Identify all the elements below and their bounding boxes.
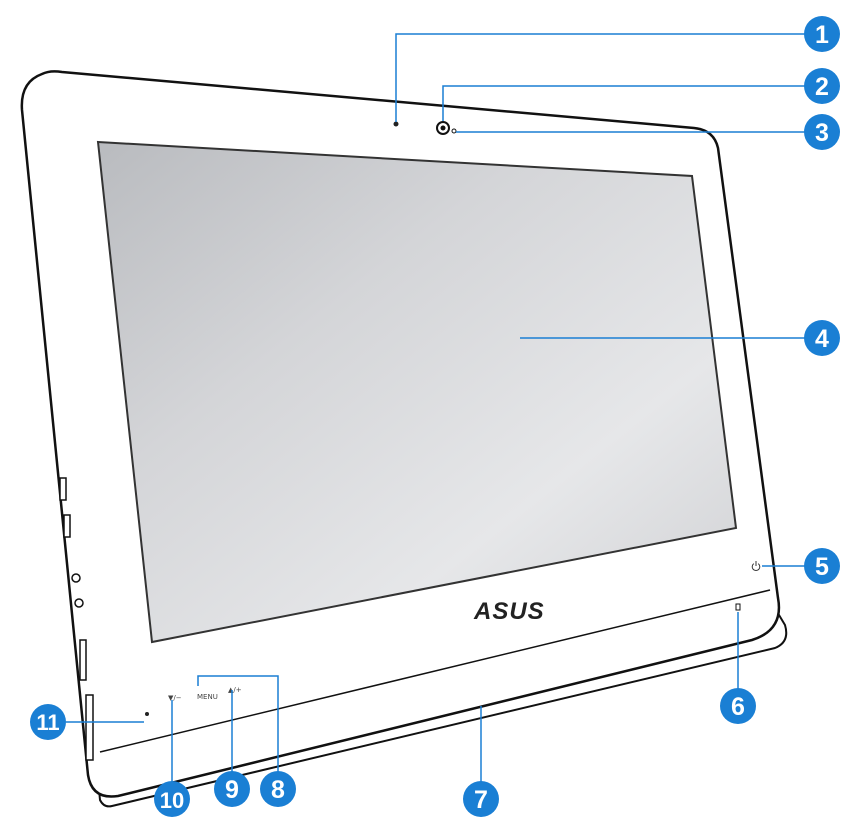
side-ports: [59, 477, 94, 761]
svg-text:10: 10: [160, 788, 184, 813]
leader-lines: [66, 33, 806, 782]
svg-text:1: 1: [815, 21, 829, 49]
power-icon[interactable]: [751, 561, 761, 571]
svg-text:2: 2: [815, 73, 829, 101]
webcam-led: [451, 128, 457, 134]
callout-11: 11: [30, 704, 66, 740]
leader-line-2: [442, 85, 806, 121]
svg-text:3: 3: [815, 119, 829, 147]
callout-1: 1: [804, 16, 840, 52]
svg-text:5: 5: [815, 553, 829, 581]
hdd-led: [735, 603, 741, 611]
callout-10: 10: [154, 781, 190, 817]
svg-text:4: 4: [815, 325, 829, 353]
card-reader-led: [145, 712, 149, 716]
brand-logo: ASUS: [473, 598, 545, 625]
svg-text:8: 8: [271, 776, 285, 804]
svg-text:6: 6: [731, 693, 745, 721]
webcam-lens: [440, 125, 446, 131]
microphone-dot: [393, 121, 399, 127]
callout-4: 4: [804, 320, 840, 356]
callout-8: 8: [260, 771, 296, 807]
display-screen: [96, 140, 738, 644]
leader-line-8: [197, 675, 279, 772]
leader-line-1: [395, 33, 806, 122]
svg-text:11: 11: [36, 710, 59, 735]
callout-markers: 1 2 3 4 5 6 7 8: [30, 16, 840, 817]
callout-6: 6: [720, 688, 756, 724]
up-plus-button-label: ▲/+: [228, 686, 242, 694]
svg-text:7: 7: [474, 786, 488, 814]
callout-7: 7: [463, 781, 499, 817]
callout-3: 3: [804, 114, 840, 150]
menu-button-label: MENU: [197, 693, 218, 701]
chassis-depth: [29, 83, 788, 808]
down-minus-button-label: ▼/−: [168, 694, 182, 702]
callout-9: 9: [214, 771, 250, 807]
bezel-chin-edge: [99, 589, 771, 753]
callout-2: 2: [804, 68, 840, 104]
svg-text:9: 9: [225, 776, 239, 804]
callout-5: 5: [804, 548, 840, 584]
